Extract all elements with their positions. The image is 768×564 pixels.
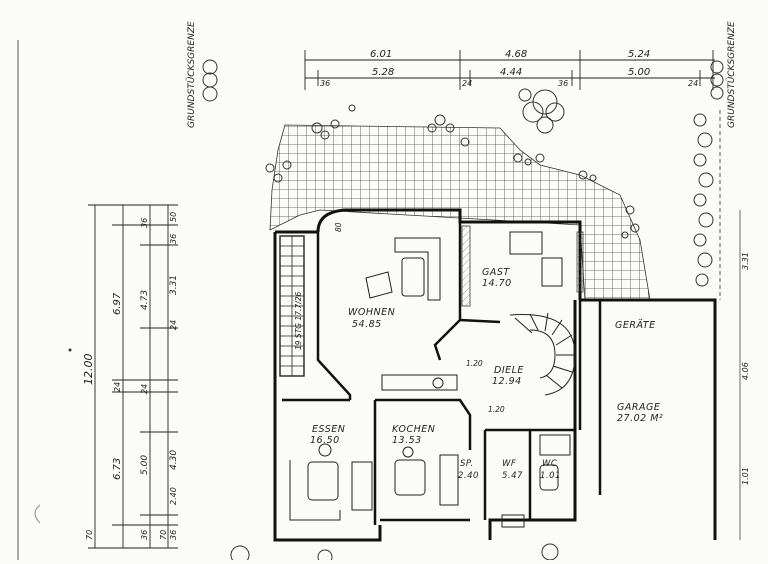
wall-hatch-gast <box>461 225 471 307</box>
punch-mark <box>34 504 41 524</box>
stair-left <box>279 235 305 377</box>
vegetation <box>202 59 724 564</box>
property-line-right: GRUNDSTÜCKSGRENZE <box>726 21 737 128</box>
dim-top-small-3: 36 <box>558 79 568 88</box>
dim-left-inner-1: 4.73 <box>140 290 150 310</box>
room-kochen-area: 13.53 <box>392 435 422 446</box>
room-diele-name: DIELE <box>494 365 524 376</box>
room-essen-name: ESSEN <box>312 424 345 435</box>
room-geraete-name: GERÄTE <box>615 320 656 331</box>
room-diele-area: 12.94 <box>492 376 522 387</box>
room-gast-area: 14.70 <box>482 278 512 289</box>
room-wohnen-area: 54.85 <box>352 319 382 330</box>
room-sp-name: SP. <box>460 459 474 469</box>
opening-label-3: 80 <box>334 222 343 232</box>
room-wf-area: 5.47 <box>502 471 523 481</box>
dim-top-inner-2: 4.44 <box>500 67 522 78</box>
room-wf-name: WF <box>502 459 516 469</box>
dim-left-bottom-4: 36 <box>169 530 178 540</box>
right-edge-label-1: 3.31 <box>741 252 750 270</box>
dim-left-bottom-3: 70 <box>159 530 168 540</box>
room-wc-area: 1.01 <box>540 471 561 481</box>
dim-top-inner-3: 5.00 <box>628 67 650 78</box>
right-edge-label-3: 4.06 <box>741 362 750 380</box>
dim-left-misc-3: 24 <box>113 382 122 392</box>
dim-left-small-3: 36 <box>169 234 178 244</box>
dim-top-small-2: 24 <box>462 79 472 88</box>
right-edge-label-2: 1.01 <box>741 467 750 485</box>
property-line-left: GRUNDSTÜCKSGRENZE <box>186 21 197 128</box>
room-essen-area: 16.50 <box>310 435 340 446</box>
dim-top-1: 6.01 <box>370 49 392 60</box>
ink-dot <box>68 348 72 352</box>
dim-left-mid-2: 6.73 <box>112 458 123 480</box>
opening-label-1: 1.20 <box>466 359 483 368</box>
dim-left-col-2: 4.30 <box>169 450 179 470</box>
outer-walls <box>273 208 717 542</box>
room-sp-area: 2.40 <box>458 471 479 481</box>
room-wohnen-name: WOHNEN <box>348 307 395 318</box>
room-garage-area: 27.02 M² <box>617 413 663 424</box>
dim-top-3: 5.24 <box>628 49 650 60</box>
top-dimensions <box>304 50 715 90</box>
room-garage-name: GARAGE <box>617 402 660 413</box>
stair-label: 19 STG 17.7/26 <box>294 292 303 350</box>
dim-top-inner-1: 5.28 <box>372 67 394 78</box>
wall-hatch-east <box>576 231 584 293</box>
dim-top-small-1: 36 <box>320 79 330 88</box>
dim-left-inner-2: 5.00 <box>140 455 150 475</box>
dim-top-2: 4.68 <box>505 49 527 60</box>
left-dimensions <box>88 204 178 549</box>
furniture <box>289 231 571 528</box>
dim-left-col-1: 3.31 <box>169 275 179 295</box>
dim-left-total: 12.00 <box>82 354 95 386</box>
room-wc-name: WC <box>542 459 557 469</box>
dim-left-small-2: 50 <box>169 212 178 222</box>
room-gast-name: GAST <box>482 267 510 278</box>
dim-left-bottom-2: 36 <box>140 530 149 540</box>
opening-label-2: 1.20 <box>488 405 505 414</box>
dim-left-mid-1: 6.97 <box>112 292 123 315</box>
spiral-stair <box>509 312 576 396</box>
dim-left-misc-2: 24 <box>169 320 178 330</box>
dim-left-small-1: 36 <box>140 218 149 228</box>
dim-top-small-4: 24 <box>688 79 698 88</box>
dim-left-col-3: 2.40 <box>169 487 178 505</box>
room-kochen-name: KOCHEN <box>392 424 435 435</box>
dim-left-misc-1: 24 <box>140 384 149 394</box>
dim-left-bottom-1: 70 <box>85 530 94 540</box>
interior-walls <box>282 222 602 525</box>
